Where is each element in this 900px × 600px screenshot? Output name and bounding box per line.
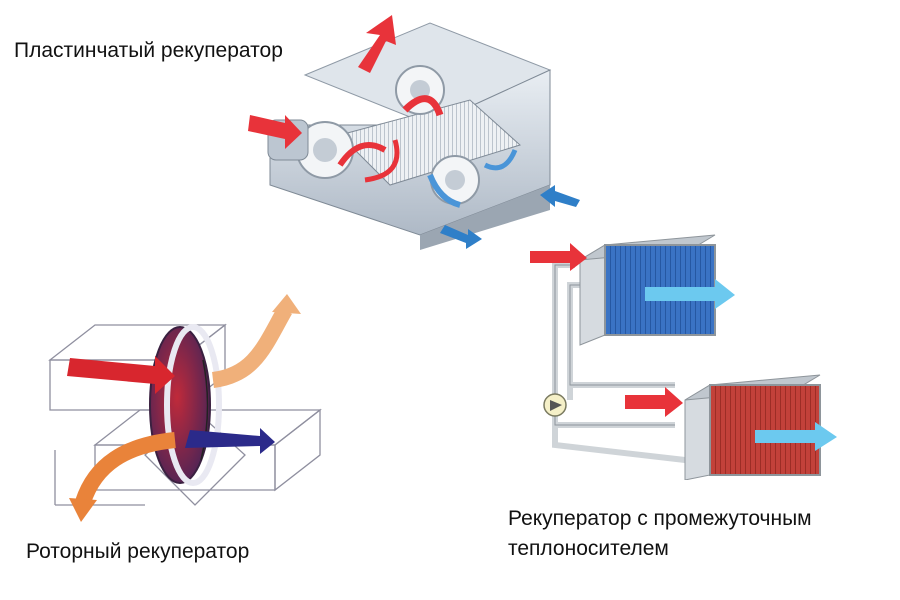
- arrow-cold-in-right: [540, 185, 580, 207]
- plate-recuperator-illustration: [248, 15, 580, 250]
- label-intermediate-line1: Рекуператор с промежуточным: [508, 507, 812, 530]
- arrow-cold-rotor: [185, 428, 275, 454]
- arrow-warm-in-rotor: [67, 356, 175, 394]
- label-intermediate-line2: теплоносителем: [508, 537, 669, 560]
- intermediate-recuperator-illustration: [530, 234, 837, 480]
- label-plate-recuperator: Пластинчатый рекуператор: [14, 39, 283, 62]
- arrow-warm-in-upper: [530, 243, 587, 271]
- label-intermediate-recuperator: Рекуператор с промежуточным теплоносител…: [508, 504, 812, 564]
- arrow-warm-in-lower: [625, 387, 683, 417]
- arrow-supply-out-lower: [755, 422, 837, 451]
- arrow-cold-out-bottom: [440, 225, 482, 249]
- arrow-exhaust-up: [211, 306, 292, 388]
- arrow-exhaust-down: [75, 432, 176, 505]
- arrow-supply-out-upper: [645, 279, 735, 309]
- arrow-warm-out-top: [358, 15, 396, 73]
- label-rotary-recuperator: Роторный рекуператор: [26, 540, 250, 563]
- rotary-recuperator-illustration: [48, 294, 322, 522]
- arrow-warm-in-left: [248, 115, 302, 149]
